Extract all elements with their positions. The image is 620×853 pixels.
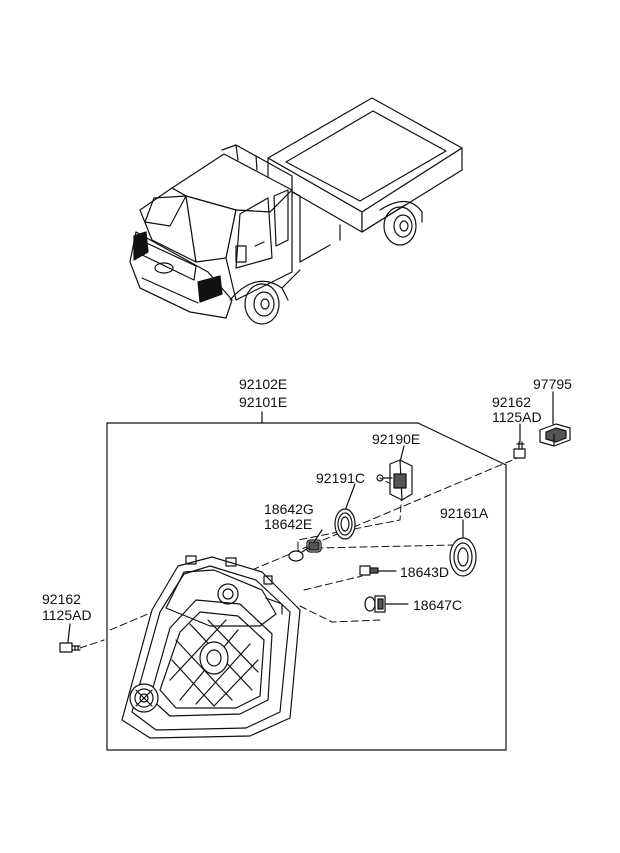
label-small-bulb-b: 18642E [264, 516, 313, 532]
socket-cap [334, 508, 356, 540]
leader-screw-left [67, 623, 71, 643]
connector [539, 423, 571, 447]
assembly-border-diagonal [417, 422, 507, 466]
label-screw-left-a: 92162 [42, 591, 81, 607]
leader-92190e [399, 445, 405, 463]
screw-left [59, 642, 81, 653]
label-screw-right-a: 92162 [492, 394, 531, 410]
leader-92191c [345, 483, 356, 509]
label-dust-cap: 92161A [440, 505, 489, 521]
label-bulb-socket: 92190E [372, 431, 421, 447]
dust-cap [449, 537, 477, 577]
screw-right [513, 441, 526, 459]
label-wedge-bulb: 18643D [400, 564, 450, 580]
wedge-bulb [359, 565, 397, 576]
label-small-bulb-a: 18642G [264, 501, 314, 517]
label-screw-right-b: 1125AD [492, 409, 542, 425]
label-halogen-bulb: 18647C [413, 597, 463, 613]
leader-18642 [313, 529, 323, 543]
label-assembly-a: 92102E [239, 376, 288, 392]
assembly-border [106, 422, 507, 751]
headlamp-housing [121, 555, 301, 739]
label-screw-left-b: 1125AD [42, 607, 92, 623]
halogen-bulb [364, 595, 409, 613]
label-assembly-b: 92101E [239, 394, 288, 410]
label-connector: 97795 [533, 376, 572, 392]
label-socket-cap: 92191C [316, 470, 366, 486]
small-bulb [288, 539, 322, 562]
bulb-socket [376, 459, 413, 501]
truck-illustration [129, 97, 463, 325]
